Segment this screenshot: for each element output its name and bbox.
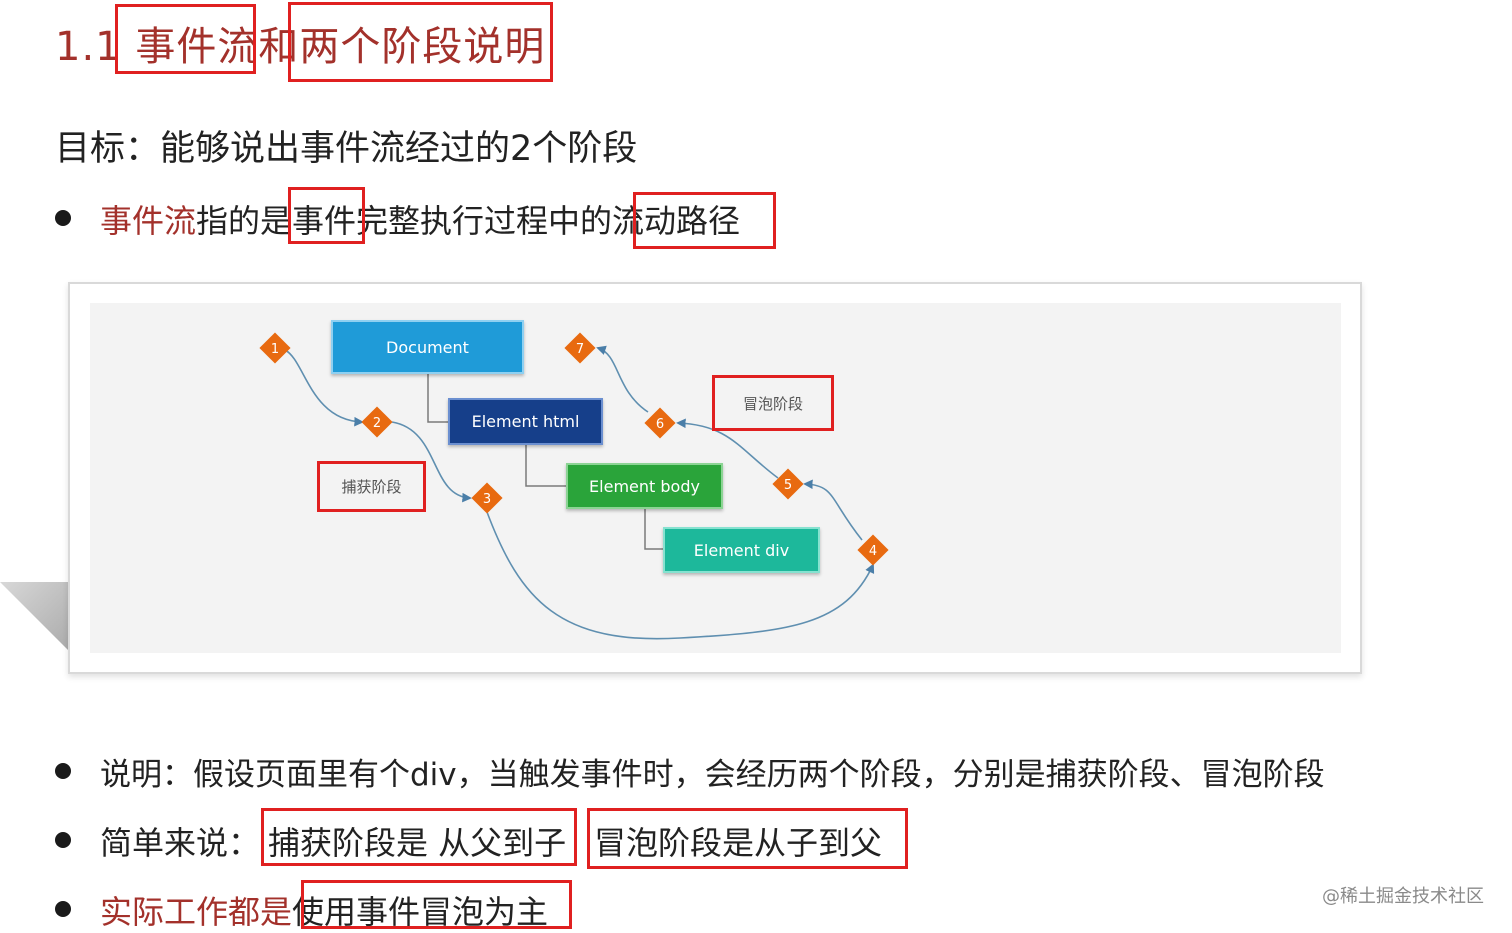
bullet-1: 事件流指的是事件完整执行过程中的流动路径: [100, 196, 740, 242]
step-2-marker: 2: [361, 406, 393, 438]
step-7-marker: 7: [564, 332, 596, 364]
bullet-4: 实际工作都是使用事件冒泡为主: [100, 887, 548, 933]
bullet-3-prefix: 简单来说：: [100, 824, 261, 862]
step-3-marker: 3: [471, 482, 503, 514]
bullet-dot-3: [55, 832, 71, 848]
step-5-label: 5: [784, 478, 792, 493]
bullet-1-rest: 指的是事件完整执行过程中的流动路径: [196, 202, 741, 240]
step-1-marker: 1: [259, 332, 291, 364]
bubble-phase-label: 冒泡阶段: [712, 375, 834, 431]
watermark: @稀土掘金技术社区: [1322, 886, 1484, 907]
section-number: 1.1: [55, 24, 122, 70]
step-3-label: 3: [483, 492, 491, 507]
step-1-label: 1: [271, 342, 279, 357]
bullet-3-capture: 捕获阶段是 从父到子: [268, 824, 567, 862]
bullet-4-red: 实际工作都是: [100, 893, 293, 931]
step-4-label: 4: [869, 544, 877, 559]
highlight-box-event: [288, 187, 365, 244]
curve-1-2: [284, 349, 364, 427]
curve-6-7: [596, 345, 649, 413]
tree-connectors: [427, 374, 663, 550]
bullet-2: 说明：假设页面里有个div，当触发事件时，会经历两个阶段，分别是捕获阶段、冒泡阶…: [100, 757, 1325, 793]
goal-text: 目标：能够说出事件流经过的2个阶段: [55, 129, 638, 169]
bullet-dot-2: [55, 763, 71, 779]
step-7-label: 7: [576, 342, 584, 357]
step-6-label: 6: [656, 417, 664, 432]
node-element-div: Element div: [663, 527, 820, 573]
flow-curves: [284, 345, 875, 640]
step-6-marker: 6: [644, 407, 676, 439]
node-element-body: Element body: [566, 463, 723, 509]
highlight-box-two-phases: [288, 2, 553, 82]
curve-4-5: [803, 479, 863, 541]
highlight-box-bubble-rule: [587, 808, 908, 869]
step-5-marker: 5: [772, 468, 804, 500]
bullet-3-bubble: 冒泡阶段是从子到父: [594, 824, 883, 862]
highlight-box-capture-rule: [261, 808, 577, 866]
bullet-1-red: 事件流: [100, 202, 197, 240]
section-title: 事件流和两个阶段说明: [135, 24, 546, 70]
bullet-dot-1: [55, 210, 71, 226]
curve-5-6: [676, 418, 779, 479]
node-document: Document: [331, 320, 524, 374]
bullet-4-rest: 使用事件冒泡为主: [292, 893, 549, 931]
highlight-box-event-flow: [115, 4, 256, 74]
page-title: 1.1 事件流和两个阶段说明: [55, 14, 545, 72]
highlight-box-flow-path: [633, 192, 776, 249]
node-element-html: Element html: [448, 398, 603, 445]
capture-phase-label: 捕获阶段: [317, 461, 426, 512]
curve-2-3: [391, 421, 472, 503]
highlight-box-bubbling-main: [301, 880, 572, 929]
step-2-label: 2: [373, 416, 381, 431]
curve-3-4: [486, 511, 875, 640]
bullet-dot-4: [55, 901, 71, 917]
